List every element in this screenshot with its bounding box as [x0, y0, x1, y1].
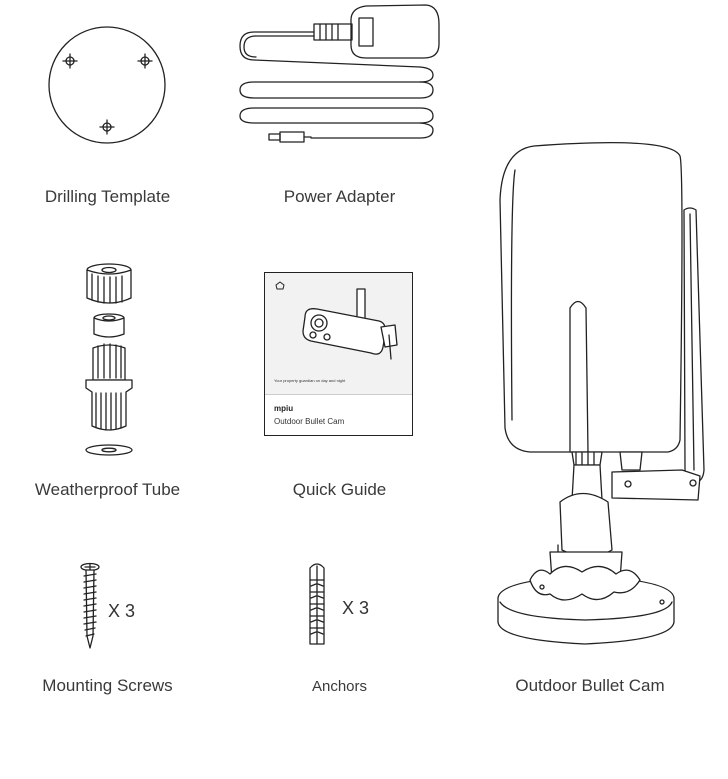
crosshair-icon — [99, 119, 115, 135]
power-adapter-illustration — [239, 4, 440, 143]
screws-quantity: X 3 — [108, 601, 136, 621]
quick-guide-booklet: Your property guardian on day and night … — [264, 272, 413, 436]
weatherproof-tube-illustration — [85, 263, 133, 456]
anchors-label: Anchors — [311, 678, 368, 695]
drilling-template-label: Drilling Template — [44, 187, 171, 206]
anchors-quantity: X 3 — [342, 598, 370, 618]
drilling-template-illustration — [48, 26, 166, 144]
crosshair-icon — [62, 53, 78, 69]
quick-guide-product-name: Outdoor Bullet Cam — [274, 417, 345, 426]
mounting-screw-illustration — [80, 562, 100, 649]
shield-icon — [275, 281, 285, 290]
mounting-screws-label: Mounting Screws — [42, 676, 173, 695]
outdoor-bullet-cam-illustration — [497, 142, 705, 645]
power-adapter-label: Power Adapter — [283, 187, 396, 206]
camera-thumbnail — [302, 288, 398, 360]
weatherproof-tube-label: Weatherproof Tube — [34, 480, 181, 499]
quick-guide-label: Quick Guide — [292, 480, 387, 499]
crosshair-icon — [137, 53, 153, 69]
quick-guide-cover-footer — [265, 394, 412, 435]
quick-guide-brand: mpiu — [274, 404, 294, 413]
outdoor-bullet-cam-label: Outdoor Bullet Cam — [515, 676, 665, 695]
quick-guide-tagline: Your property guardian on day and night — [274, 378, 346, 383]
wall-anchor-illustration — [309, 563, 325, 645]
